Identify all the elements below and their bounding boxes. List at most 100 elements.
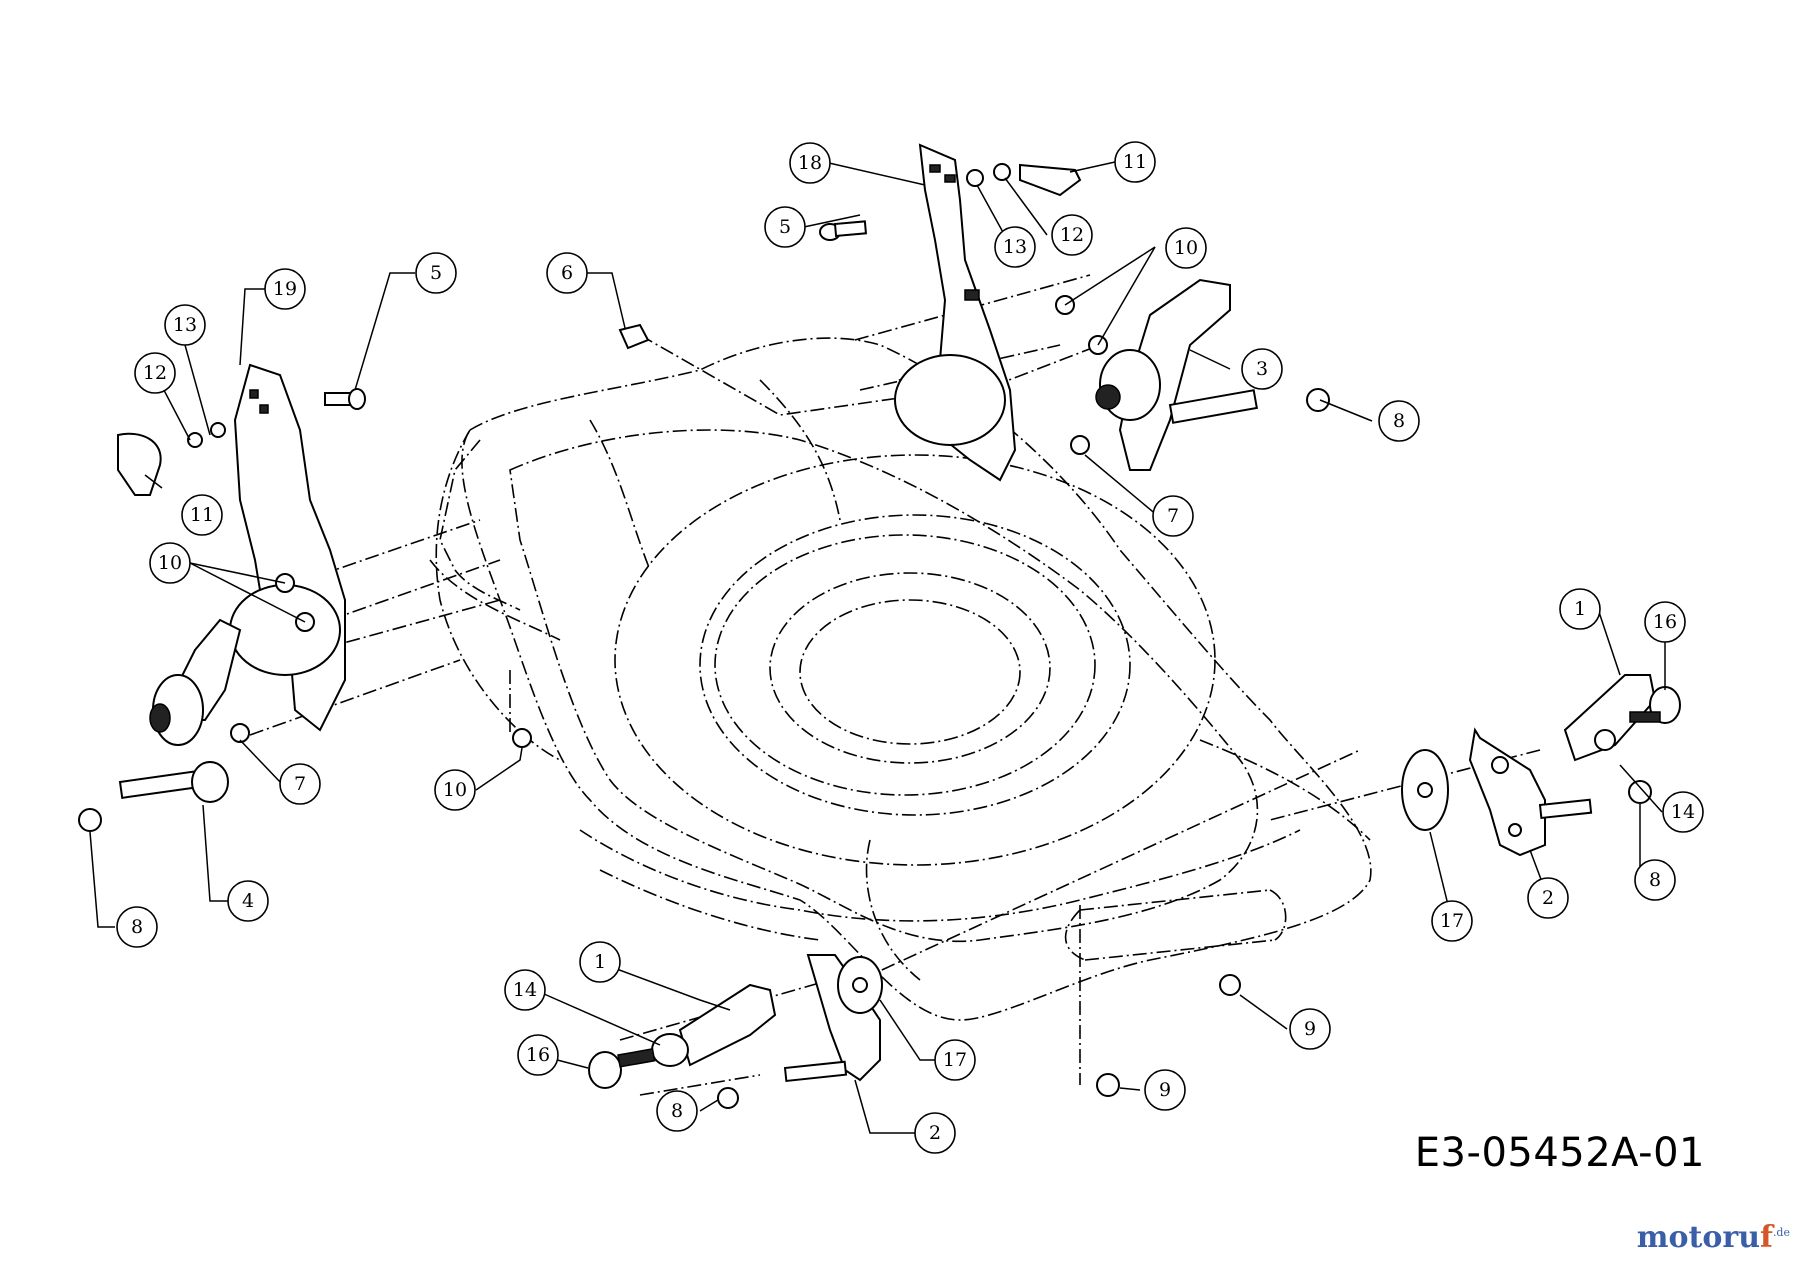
callout-14-bottom: 14: [504, 969, 546, 1011]
callout-10-mid: 10: [434, 769, 476, 811]
callout-label: 8: [131, 916, 143, 938]
callout-label: 5: [430, 262, 442, 284]
bolt-6: [618, 323, 650, 350]
callout-label: 19: [273, 278, 297, 300]
callout-4: 4: [227, 880, 269, 922]
callout-2-bottom: 2: [914, 1112, 956, 1154]
callout-label: 8: [1393, 410, 1405, 432]
callout-label: 10: [443, 779, 467, 801]
watermark-main: motoru: [1636, 1220, 1761, 1255]
watermark-tld: .de: [1772, 1226, 1790, 1239]
callout-5-left: 5: [415, 252, 457, 294]
rivet-7-left: [230, 723, 250, 743]
callout-label: 8: [1649, 869, 1661, 891]
callout-label: 13: [1003, 236, 1027, 258]
callout-8-left: 8: [116, 906, 158, 948]
nut-8-top: [1306, 388, 1330, 412]
callout-label: 3: [1256, 358, 1268, 380]
height-adjust-bracket-18: [894, 143, 1017, 482]
height-adjust-bracket-19: [229, 363, 346, 732]
callout-label: 14: [1671, 801, 1695, 823]
callout-label: 14: [513, 979, 537, 1001]
callout-8-right: 8: [1634, 859, 1676, 901]
callout-12-left: 12: [134, 352, 176, 394]
callout-2-right: 2: [1527, 877, 1569, 919]
watermark-logo: motoruf.de: [1637, 1220, 1790, 1255]
callout-1-bottom: 1: [579, 941, 621, 983]
callout-17-right: 17: [1431, 900, 1473, 942]
callout-1-right: 1: [1559, 588, 1601, 630]
spacer-17-bottom: [837, 956, 883, 1014]
height-lever-3: [1095, 278, 1258, 471]
mower-deck: [429, 337, 1372, 1021]
bolt-5-top: [819, 220, 868, 241]
callout-label: 18: [798, 152, 822, 174]
callout-label: 4: [242, 890, 254, 912]
callout-label: 9: [1159, 1079, 1171, 1101]
callout-label: 7: [1167, 505, 1179, 527]
callout-label: 2: [929, 1122, 941, 1144]
callout-10-top: 10: [1165, 227, 1207, 269]
callout-label: 7: [294, 773, 306, 795]
washer-14-bottom: [651, 1033, 689, 1067]
callout-14-right: 14: [1662, 791, 1704, 833]
nut-8-bottom: [717, 1087, 739, 1109]
callout-label: 11: [190, 504, 214, 526]
nut-9-right: [1219, 974, 1241, 996]
callout-label: 1: [594, 951, 606, 973]
height-lever-4: [118, 618, 242, 803]
callout-label: 16: [526, 1044, 550, 1066]
callout-label: 9: [1304, 1018, 1316, 1040]
callout-18: 18: [789, 142, 831, 184]
bolt-16-bottom: [588, 1048, 656, 1089]
callout-9-bottom: 9: [1144, 1069, 1186, 1111]
callout-19: 19: [264, 268, 306, 310]
callout-17-bottom: 17: [934, 1039, 976, 1081]
callout-11-top: 11: [1114, 141, 1156, 183]
nut-9-bottom: [1096, 1073, 1120, 1097]
callout-7-right: 7: [1152, 495, 1194, 537]
callout-label: 6: [561, 262, 573, 284]
callout-label: 12: [1060, 224, 1084, 246]
callout-label: 10: [1174, 237, 1198, 259]
callout-7-left: 7: [279, 763, 321, 805]
callout-label: 16: [1653, 611, 1677, 633]
callout-label: 12: [143, 362, 167, 384]
washer-14-right: [1594, 729, 1616, 751]
watermark-accent: f: [1760, 1220, 1773, 1255]
callout-9-right: 9: [1289, 1008, 1331, 1050]
callout-label: 8: [671, 1100, 683, 1122]
bolt-5-left: [324, 388, 366, 410]
callout-8-bottom: 8: [656, 1090, 698, 1132]
callout-label: 1: [1574, 598, 1586, 620]
callout-label: 17: [943, 1049, 967, 1071]
nuts-10-top: [1055, 295, 1108, 355]
callout-label: 5: [779, 216, 791, 238]
callout-label: 13: [173, 314, 197, 336]
knob-11-left: [117, 432, 162, 496]
rivet-7-right: [1070, 435, 1090, 455]
bolt-16-right: [1629, 686, 1681, 724]
callout-16-right: 16: [1644, 601, 1686, 643]
wheel-arm-1-bottom: [678, 983, 777, 1067]
callout-label: 17: [1440, 910, 1464, 932]
callout-8-top: 8: [1378, 400, 1420, 442]
knob-11-top: [1019, 163, 1082, 197]
callout-label: 11: [1123, 151, 1147, 173]
callout-11-left: 11: [181, 494, 223, 536]
washers-top: [966, 163, 1011, 187]
nut-8-right: [1628, 780, 1652, 804]
drawing-code: E3-05452A-01: [1414, 1130, 1705, 1176]
washers-left: [187, 422, 226, 448]
callout-12-top: 12: [1051, 214, 1093, 256]
callout-label: 2: [1542, 887, 1554, 909]
nut-10-mid: [512, 728, 532, 748]
callout-13-left: 13: [164, 304, 206, 346]
spacer-17-right: [1401, 749, 1449, 831]
callout-label: 10: [158, 552, 182, 574]
wheel-plate-2-bottom: [783, 954, 881, 1083]
callout-16-bottom: 16: [517, 1034, 559, 1076]
callout-5-top: 5: [764, 206, 806, 248]
callout-13-top: 13: [994, 226, 1036, 268]
